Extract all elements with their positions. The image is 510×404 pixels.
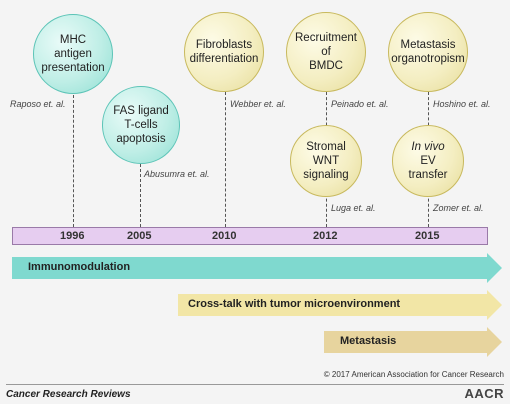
arrow-head xyxy=(487,253,502,283)
journal-name: Cancer Research Reviews xyxy=(6,389,131,400)
reference-label: Raposo et. al. xyxy=(10,99,66,109)
reference-label: Abusumra et. al. xyxy=(144,169,210,179)
year-label-2012: 2012 xyxy=(313,230,338,242)
reference-label: Luga et. al. xyxy=(331,203,376,213)
year-label-2005: 2005 xyxy=(127,230,152,242)
arrow-head xyxy=(487,290,502,320)
arrow-cross-talk: Cross-talk with tumor microenvironment xyxy=(178,290,502,320)
connector-2010 xyxy=(225,92,226,227)
arrow-immunomodulation: Immunomodulation xyxy=(12,253,502,283)
year-label-2015: 2015 xyxy=(415,230,440,242)
connector-1996 xyxy=(73,95,74,227)
connector-2005 xyxy=(140,164,141,227)
arrow-label: Immunomodulation xyxy=(28,261,131,273)
arrow-label: Cross-talk with tumor microenvironment xyxy=(188,298,401,310)
arrow-body xyxy=(324,331,487,353)
arrow-head xyxy=(487,327,502,357)
copyright-text: © 2017 American Association for Cancer R… xyxy=(323,370,504,379)
reference-label: Hoshino et. al. xyxy=(433,99,491,109)
arrow-label: Metastasis xyxy=(340,335,397,347)
reference-label: Peinado et. al. xyxy=(331,99,389,109)
reference-label: Zomer et. al. xyxy=(433,203,484,213)
arrow-body xyxy=(12,257,487,279)
aacr-logo: AACR xyxy=(464,386,504,401)
footer-divider xyxy=(6,384,504,385)
year-label-2010: 2010 xyxy=(212,230,237,242)
reference-label: Webber et. al. xyxy=(230,99,286,109)
year-label-1996: 1996 xyxy=(60,230,85,242)
timeline-bar xyxy=(12,227,488,245)
arrow-metastasis: Metastasis xyxy=(324,327,502,357)
arrow-body xyxy=(178,294,487,316)
